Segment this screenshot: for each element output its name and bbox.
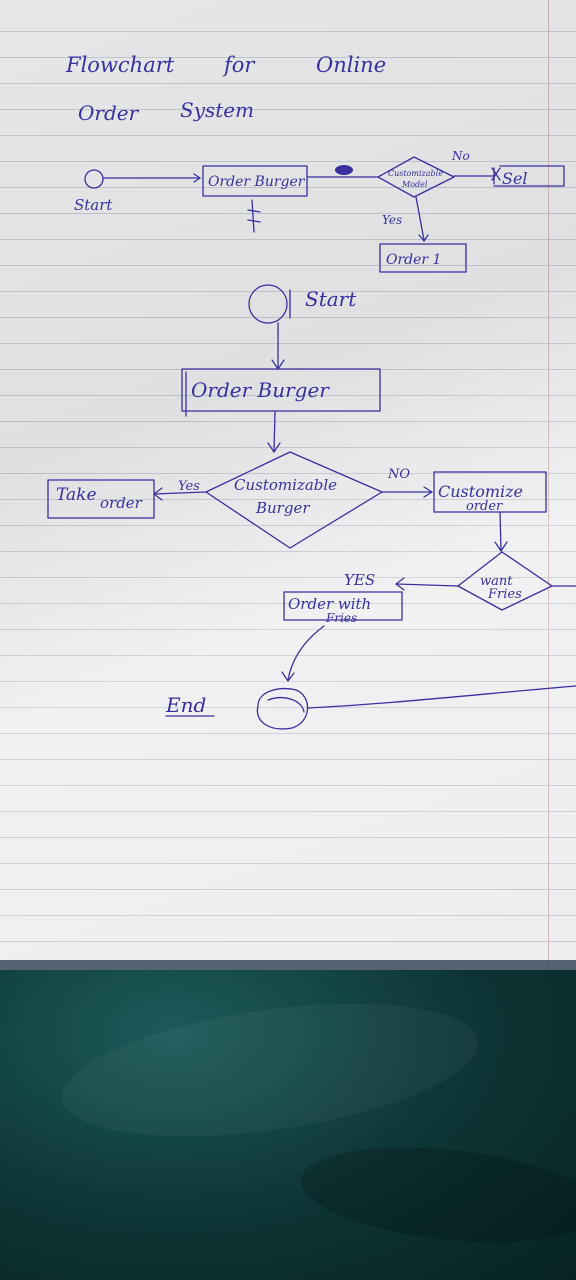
draft-yes-label: Yes: [382, 213, 402, 227]
draft-start-label: Start: [74, 196, 113, 214]
draft-sel-label: Sel: [502, 169, 528, 188]
decision-label: Burger: [255, 499, 310, 517]
start-label: Start: [305, 287, 357, 311]
flow-arrow: [499, 511, 502, 551]
order-fries-label: Fries: [325, 611, 357, 625]
flow-arrowhead: [423, 486, 433, 498]
take-order-label: order: [100, 494, 143, 512]
flow-arrowhead: [267, 442, 281, 453]
flow-arrow: [273, 410, 276, 453]
order-fries-label: Order with: [288, 595, 371, 613]
customize-order-label: order: [466, 499, 503, 514]
draft-decision-label: Customizable: [388, 169, 443, 178]
flow-connector: [307, 685, 576, 709]
draft-ink-blot: [335, 165, 353, 175]
no-label: NO: [387, 467, 410, 482]
end-label: End: [165, 693, 206, 717]
draft-start-node: [84, 169, 104, 189]
heading-word: System: [180, 98, 254, 122]
heading-word: Order: [78, 101, 140, 125]
flow-arrow: [395, 583, 459, 587]
draft-arrow: [415, 196, 425, 241]
draft-order1-label: Order 1: [386, 252, 441, 268]
decision-label: Customizable: [234, 476, 337, 494]
heading-word: for: [222, 53, 256, 77]
order-burger-box: [181, 368, 381, 412]
take-order-label: Take: [56, 485, 97, 505]
margin-line: [548, 0, 549, 970]
notebook-edge: [0, 960, 576, 972]
want-fries-label: Fries: [487, 587, 522, 602]
end-node: [256, 687, 309, 730]
want-fries-decision: [457, 551, 553, 611]
draft-decision-label: Model: [401, 180, 428, 189]
flow-arrow: [287, 625, 325, 681]
draft-diagram: Start Order Burger Customizable Model No…: [74, 149, 565, 273]
customize-order-box: [433, 471, 547, 513]
draft-order-box: [202, 165, 308, 197]
draft-decision: [377, 156, 455, 198]
order-fries-box: [283, 591, 403, 621]
flow-arrowhead: [395, 577, 405, 591]
order-burger-label: Order Burger: [191, 378, 330, 402]
take-order-box: [47, 479, 155, 519]
main-flowchart: Start Order Burger Customizable Burger Y…: [47, 284, 576, 730]
flow-arrow: [153, 491, 207, 495]
fabric-background: [0, 970, 576, 1280]
draft-no-label: No: [451, 149, 470, 163]
draft-order1-box: [379, 243, 467, 273]
customize-order-label: Customize: [438, 482, 523, 501]
heading-word: Online: [316, 53, 386, 77]
flowchart-sketch: Flowchart for Online Order System Start …: [47, 53, 576, 730]
flow-arrowhead: [494, 541, 508, 552]
yes-fries-label: YES: [344, 571, 375, 589]
draft-arrowhead: [193, 173, 201, 183]
draft-cross: [491, 167, 501, 181]
draft-scribble: [247, 199, 261, 233]
draft-arrowhead: [418, 234, 429, 242]
heading-word: Flowchart: [65, 53, 175, 77]
yes-label: Yes: [178, 479, 200, 494]
heading: Flowchart for Online Order System: [65, 53, 386, 125]
start-node: [248, 284, 288, 324]
flow-arrowhead: [281, 671, 295, 682]
want-fries-label: want: [480, 574, 513, 589]
notebook-paper: [0, 0, 576, 970]
customizable-decision: [205, 451, 383, 549]
draft-order-label: Order Burger: [208, 174, 306, 190]
